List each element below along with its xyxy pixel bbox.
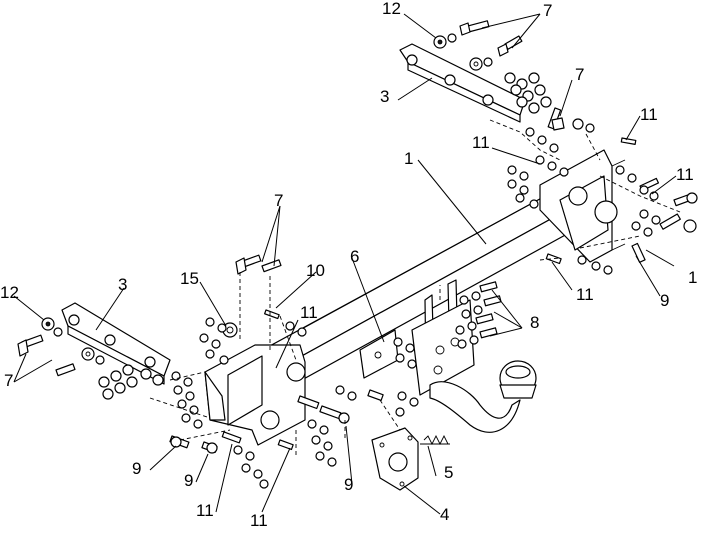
socket-plate <box>371 427 419 491</box>
callout-6: 6 <box>350 247 359 266</box>
callout-3-top: 3 <box>380 87 389 106</box>
side-rail-top <box>399 43 526 123</box>
right-side-bracket <box>539 149 626 263</box>
callout-9-bottom-right: 9 <box>344 475 353 494</box>
callout-7-left: 7 <box>4 371 13 390</box>
spring-part <box>420 434 450 446</box>
side-rail-left <box>61 302 171 385</box>
callout-5: 5 <box>444 463 453 482</box>
callout-8: 8 <box>530 313 539 332</box>
callout-7-left-top: 7 <box>274 191 283 210</box>
callout-7-top: 7 <box>543 1 552 20</box>
callout-labels: 12 7 3 7 11 11 1 11 1 9 11 6 8 7 10 15 1… <box>0 0 697 530</box>
left-side-bracket <box>204 344 306 446</box>
callout-7-upper-right: 7 <box>575 65 584 84</box>
callout-1-right: 1 <box>688 268 697 287</box>
callout-11-bottom-left: 11 <box>196 501 214 520</box>
callout-11-right: 11 <box>676 165 694 184</box>
callout-1: 1 <box>404 149 413 168</box>
callout-9-right: 9 <box>660 291 669 310</box>
callout-12-left: 12 <box>0 283 19 302</box>
alignment-lines <box>149 119 681 455</box>
callout-11-bottom-mid: 11 <box>250 511 268 530</box>
callout-11-right-top: 11 <box>640 105 658 124</box>
callout-11-center-right: 11 <box>576 285 594 304</box>
hitch-plates <box>411 279 475 396</box>
callout-9-bottom-mid: 9 <box>184 471 193 490</box>
callout-11-left-top: 11 <box>300 303 318 322</box>
callout-3-left: 3 <box>118 275 127 294</box>
callout-10: 10 <box>306 261 325 280</box>
callout-15: 15 <box>180 269 199 288</box>
tow-ball-neck <box>429 360 537 433</box>
callout-9-bottom-left: 9 <box>132 459 141 478</box>
leader-lines <box>13 13 677 515</box>
bolts <box>17 20 698 454</box>
nuts-and-washers <box>41 33 661 489</box>
callout-12-top: 12 <box>382 0 401 18</box>
callout-11-upper-middle: 11 <box>472 133 490 152</box>
callout-4: 4 <box>440 505 449 524</box>
